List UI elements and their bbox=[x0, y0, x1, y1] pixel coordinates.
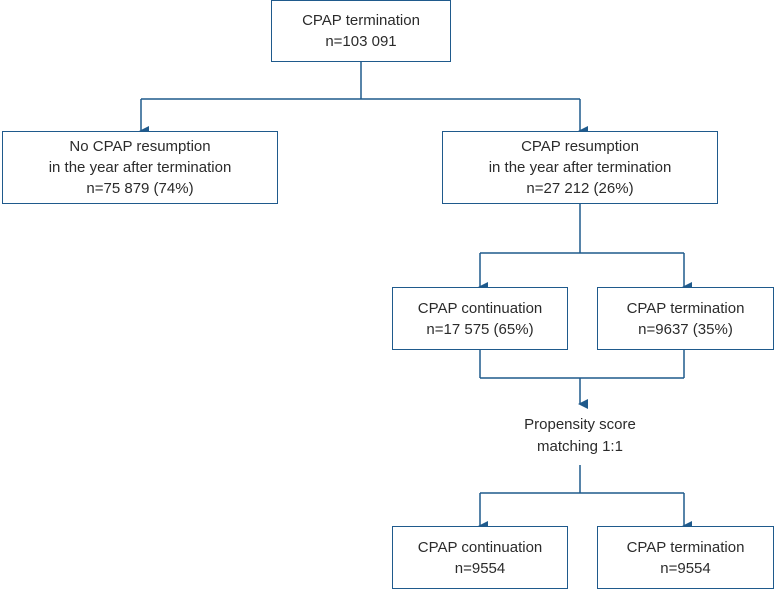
node-subtitle: in the year after termination bbox=[488, 159, 672, 176]
node-cpap-continuation-pre: CPAP continuation n=17 575 (65%) bbox=[392, 287, 568, 350]
propensity-score-matching-label: Propensity score matching 1:1 bbox=[490, 410, 670, 462]
node-cpap-termination-root: CPAP termination n=103 091 bbox=[271, 0, 451, 62]
node-count: n=9637 (35%) bbox=[638, 320, 733, 338]
node-no-cpap-resumption: No CPAP resumption in the year after ter… bbox=[2, 131, 278, 204]
node-title: CPAP resumption bbox=[521, 138, 639, 155]
node-cpap-termination-post: CPAP termination n=9554 bbox=[597, 526, 774, 589]
node-title: CPAP termination bbox=[626, 538, 745, 556]
node-cpap-resumption: CPAP resumption in the year after termin… bbox=[442, 131, 718, 204]
node-cpap-continuation-post: CPAP continuation n=9554 bbox=[392, 526, 568, 589]
node-title: CPAP termination bbox=[626, 299, 745, 317]
node-title: CPAP continuation bbox=[417, 299, 543, 317]
node-title: CPAP termination bbox=[302, 12, 420, 29]
node-count: n=27 212 (26%) bbox=[526, 180, 634, 197]
node-cpap-termination-pre: CPAP termination n=9637 (35%) bbox=[597, 287, 774, 350]
node-count: n=9554 bbox=[660, 559, 711, 577]
node-subtitle: in the year after termination bbox=[48, 159, 232, 176]
node-count: n=75 879 (74%) bbox=[86, 180, 194, 197]
node-title: CPAP continuation bbox=[417, 538, 543, 556]
node-count: n=9554 bbox=[454, 559, 506, 577]
label-line: matching 1:1 bbox=[537, 438, 623, 455]
node-title: No CPAP resumption bbox=[69, 138, 211, 155]
node-count: n=103 091 bbox=[325, 33, 397, 50]
label-line: Propensity score bbox=[524, 416, 636, 433]
node-count: n=17 575 (65%) bbox=[426, 320, 534, 338]
